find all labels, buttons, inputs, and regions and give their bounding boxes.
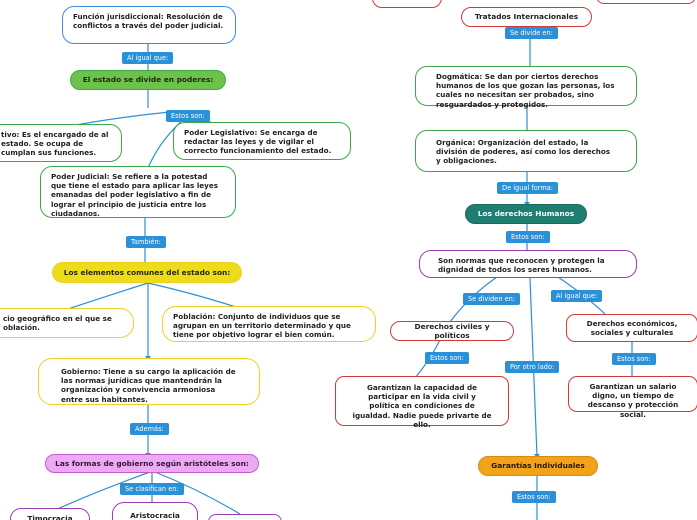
- forma-gobierno-node-3[interactable]: [208, 514, 282, 520]
- poder-ejecutivo-node[interactable]: tivo: Es el encargado de al estado. Se o…: [0, 124, 122, 162]
- aristocracia-node[interactable]: Aristocracia: [112, 502, 198, 520]
- se-divide-label: Se divide en:: [505, 27, 558, 39]
- estos-son-label-2: Estos son:: [506, 231, 550, 243]
- poblacion-node[interactable]: Población: Conjunto de individuos que se…: [162, 306, 376, 342]
- decretos-node[interactable]: Decretos: [372, 0, 442, 8]
- garantizan-salario-node[interactable]: Garantizan un salario digno, un tiempo d…: [568, 376, 697, 419]
- ademas-label: Además:: [130, 423, 169, 435]
- por-otro-lado-label: Por otro lado:: [505, 361, 560, 373]
- connector: [64, 282, 149, 311]
- formas-gobierno-node[interactable]: Las formas de gobierno según aristóteles…: [45, 454, 259, 473]
- derechos-economicos-node[interactable]: Derechos económicos, sociales y cultural…: [566, 314, 697, 342]
- derechos-humanos-node[interactable]: Los derechos Humanos: [465, 204, 587, 224]
- gobierno-node[interactable]: Gobierno: Tiene a su cargo la aplicación…: [38, 358, 260, 405]
- estos-son-label-5: Estos son:: [512, 491, 556, 503]
- estos-son-label-3: Estos son:: [425, 352, 469, 364]
- tambien-label: También:: [126, 236, 166, 248]
- poder-judicial-node[interactable]: Poder Judicial: Se refiere a la potestad…: [40, 166, 236, 218]
- elementos-comunes-node[interactable]: Los elementos comunes del estado son:: [52, 262, 242, 283]
- connector: [54, 471, 151, 511]
- garantizan-participar-node[interactable]: Garantizan la capacidad de participar en…: [335, 376, 509, 429]
- al-igual-que-label: Al igual que:: [122, 52, 174, 64]
- derechos-civiles-node[interactable]: Derechos civiles y políticos: [390, 321, 514, 341]
- organica-node[interactable]: Orgánica: Organización del estado, la di…: [415, 130, 637, 172]
- se-clasifican-label: Se clasifican en:: [120, 483, 184, 495]
- poder-legislativo-node[interactable]: Poder Legislativo: Se encarga de redacta…: [173, 122, 351, 160]
- estos-son-label-1: Estos son:: [166, 110, 210, 122]
- son-normas-node[interactable]: Son normas que reconocen y protegen la d…: [419, 250, 637, 278]
- timocracia-node[interactable]: Timocracia: [10, 508, 90, 520]
- connector: [154, 471, 241, 515]
- de-igual-forma-label: De igual forma:: [497, 182, 559, 194]
- funcion-jurisdiccional-node[interactable]: Función jurisdiccional: Resolución de co…: [62, 6, 236, 44]
- tratados-internacionales-node[interactable]: Tratados Internacionales: [461, 7, 592, 27]
- top-right-node[interactable]: [596, 0, 696, 4]
- se-dividen-label: Se dividen en:: [463, 293, 521, 305]
- garantias-individuales-node[interactable]: Garantías Individuales: [478, 456, 598, 476]
- dogmatica-node[interactable]: Dogmática: Se dan por ciertos derechos h…: [415, 66, 637, 109]
- estos-son-label-4: Estos son:: [612, 353, 656, 365]
- estado-divide-node[interactable]: El estado se divide en poderes:: [70, 70, 226, 90]
- al-igual-que-label-2: Al igual que:: [551, 290, 603, 302]
- territorio-node[interactable]: cio geográfico en el que se oblación.: [0, 308, 134, 338]
